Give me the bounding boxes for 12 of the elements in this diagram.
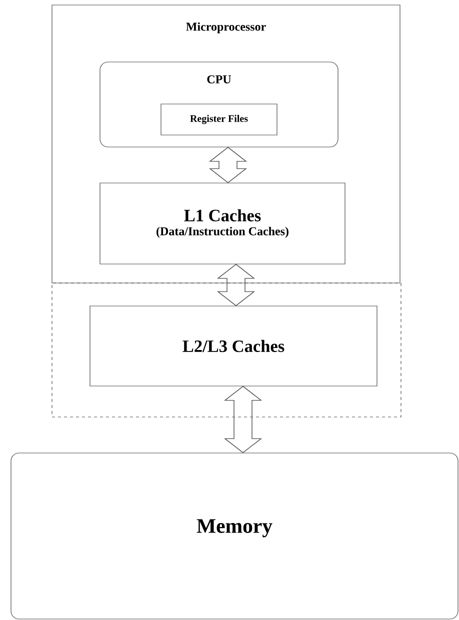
rounded-box (100, 62, 338, 148)
cache-box: L2/L3 Caches (90, 306, 378, 386)
chip-box (52, 4, 400, 284)
rounded-box: Memory (10, 452, 458, 620)
cache-box: L1 Caches (Data/Instruction Caches) (100, 182, 346, 264)
double-arrow (216, 264, 256, 306)
dashed-region (52, 282, 402, 418)
double-arrow (224, 386, 262, 454)
box-heading: CPU (207, 75, 232, 84)
box-heading: Microprocessor (186, 22, 266, 34)
double-arrow (208, 146, 248, 184)
register-box: Register Files (160, 104, 278, 136)
